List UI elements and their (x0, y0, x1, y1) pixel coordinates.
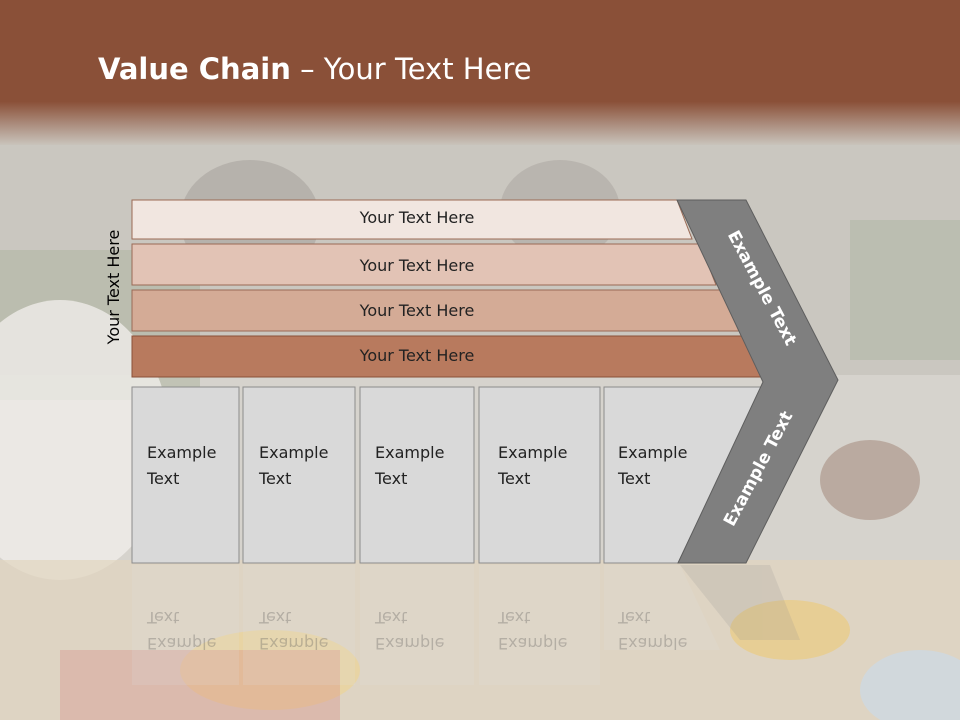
boxes-reflection (132, 565, 800, 685)
chevron-arrow[interactable] (676, 199, 839, 564)
box-4-line2: Text (498, 469, 531, 488)
box-5-line2: Text (618, 469, 651, 488)
box-4-reflection-line2: Text (498, 608, 531, 627)
bar-3-label: Your Text Here (359, 301, 475, 320)
box-2-reflection-line2: Text (259, 608, 292, 627)
bar-2-label: Your Text Here (359, 256, 475, 275)
box-3-reflection: Example Text (375, 604, 444, 656)
box-3-reflection-line1: Example (375, 634, 445, 653)
slide-title[interactable]: Value Chain – Your Text Here (98, 52, 532, 86)
title-rest: – Your Text Here (290, 52, 532, 86)
box-3-line2: Text (375, 469, 408, 488)
box-4-reflection: Example Text (498, 604, 567, 656)
box-3-label: Example Text (375, 440, 444, 492)
box-1-line2: Text (147, 469, 180, 488)
box-1-reflection-line1: Example (147, 634, 217, 653)
bar-4-label: Your Text Here (359, 346, 475, 365)
box-3-line1: Example (375, 443, 445, 462)
box-1-reflection: Example Text (147, 604, 216, 656)
box-4[interactable] (478, 386, 601, 564)
box-5-line1: Example (618, 443, 688, 462)
header-band (0, 0, 960, 145)
box-2-line2: Text (259, 469, 292, 488)
box-5-reflection-line1: Example (618, 634, 688, 653)
box-5-label: Example Text (618, 440, 687, 492)
box-4-line1: Example (498, 443, 568, 462)
box-2-reflection: Example Text (259, 604, 328, 656)
box-5-reflection-line2: Text (618, 608, 651, 627)
box-1[interactable] (131, 386, 240, 564)
box-5-reflection: Example Text (618, 604, 687, 656)
box-3-reflection-line2: Text (375, 608, 408, 627)
box-2-reflection-line1: Example (259, 634, 329, 653)
box-1-reflection-line2: Text (147, 608, 180, 627)
box-4-label: Example Text (498, 440, 567, 492)
box-2[interactable] (242, 386, 356, 564)
box-3[interactable] (359, 386, 475, 564)
bar-1[interactable] (131, 199, 693, 240)
title-bold: Value Chain (98, 52, 291, 86)
box-1-label: Example Text (147, 440, 216, 492)
box-1-line1: Example (147, 443, 217, 462)
box-4-reflection-line1: Example (498, 634, 568, 653)
bar-1-label: Your Text Here (359, 208, 475, 227)
box-2-line1: Example (259, 443, 329, 462)
bar-2[interactable] (131, 243, 717, 286)
box-2-label: Example Text (259, 440, 328, 492)
